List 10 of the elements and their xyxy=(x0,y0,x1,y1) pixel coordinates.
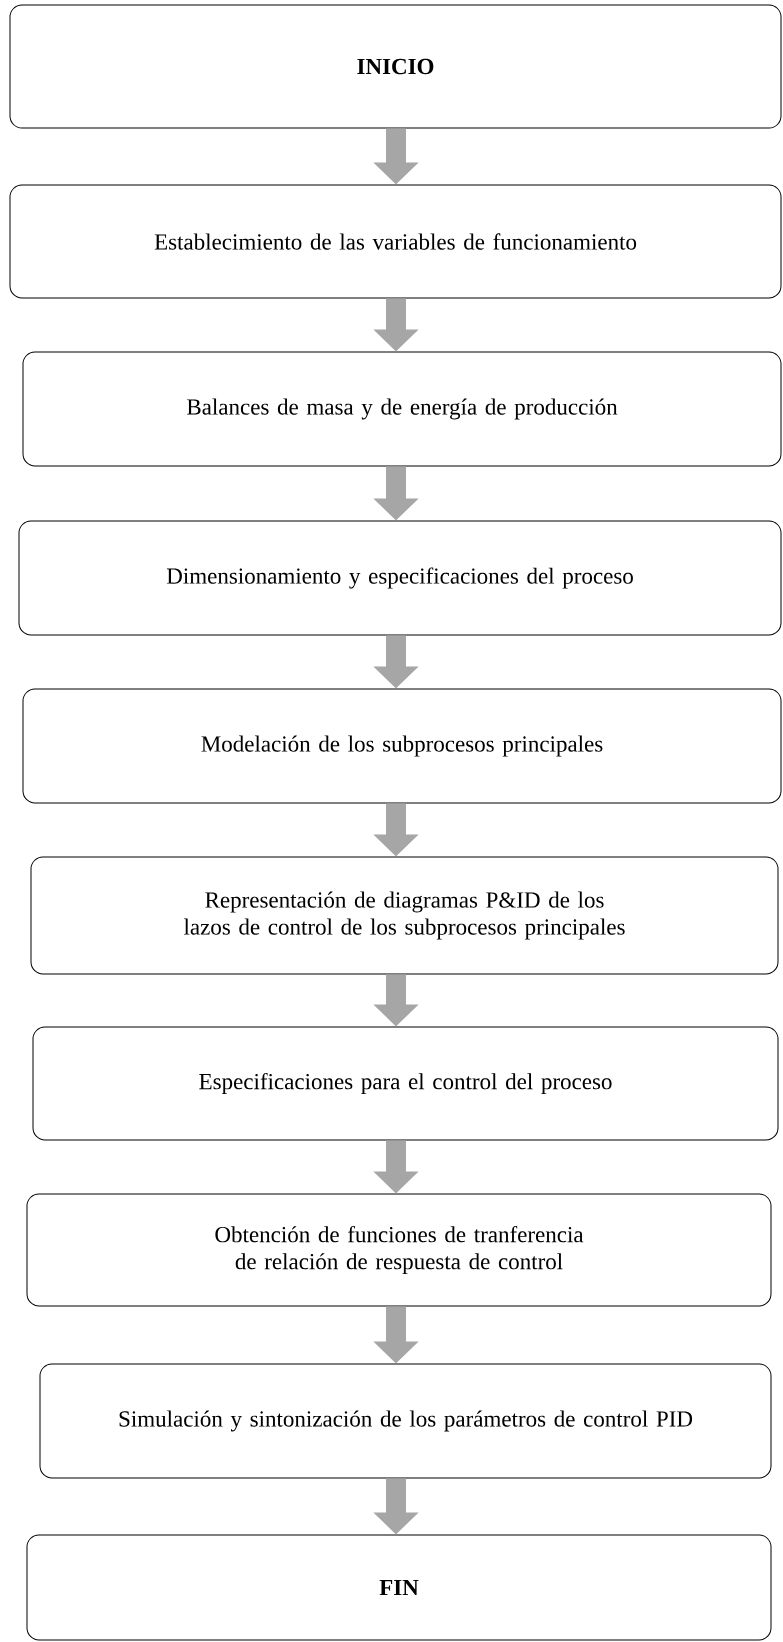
process-box: Modelación de los subprocesos principales xyxy=(22,688,782,804)
process-box: FIN xyxy=(26,1534,772,1641)
process-box: Dimensionamiento y especificaciones del proceso xyxy=(18,520,782,636)
process-box: INICIO xyxy=(9,4,782,129)
process-box: Simulación y sintonización de los parámetros de control PID xyxy=(39,1363,772,1479)
process-box: Especificaciones para el control del proceso xyxy=(32,1026,779,1141)
process-box: Balances de masa y de energía de producción xyxy=(22,351,782,467)
process-box: Obtención de funciones de tranferencia de relación de respuesta de control xyxy=(26,1193,772,1307)
process-box: Representación de diagramas P&ID de los lazos de control de los subprocesos principales xyxy=(30,856,779,975)
process-box: Establecimiento de las variables de funcionamiento xyxy=(9,184,782,299)
